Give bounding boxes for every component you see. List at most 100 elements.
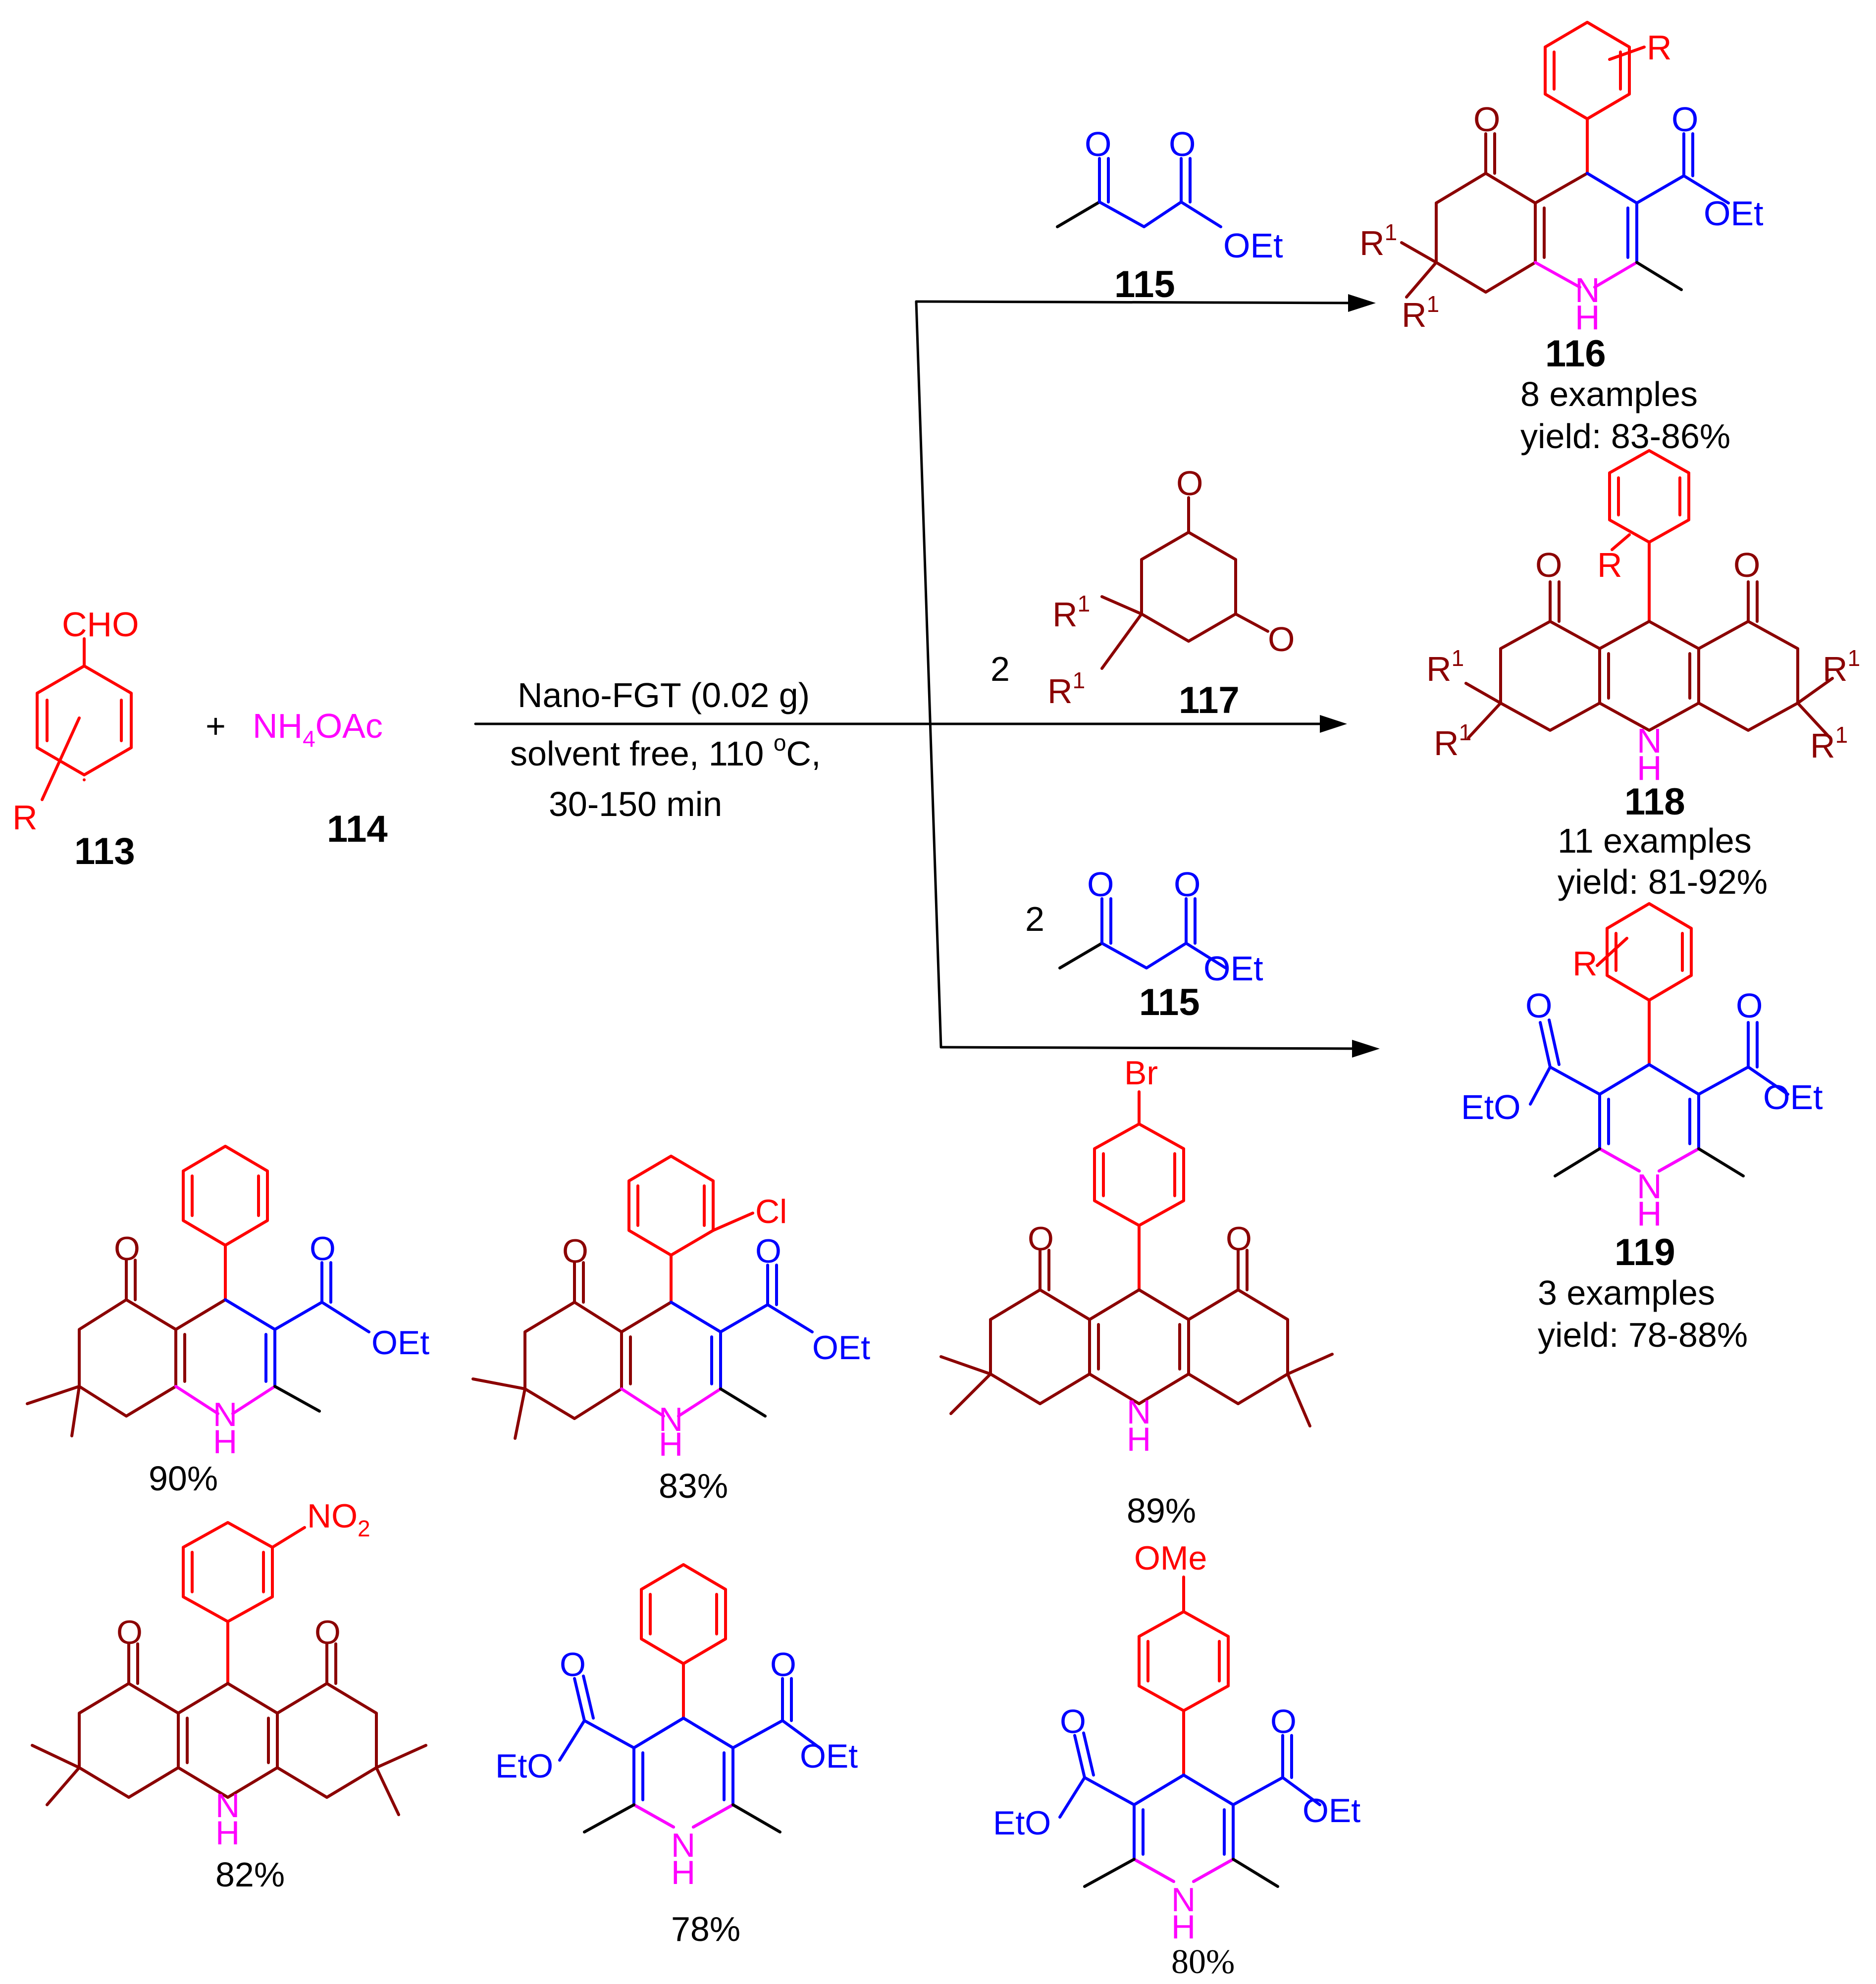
svg-text:N: N — [213, 1396, 237, 1433]
svg-text:N: N — [671, 1827, 695, 1864]
svg-text:O: O — [562, 1232, 588, 1270]
svg-text:OEt: OEt — [371, 1324, 429, 1362]
label-115-bottom: 115 — [1139, 981, 1200, 1023]
compound-114: NH4OAc 114 — [253, 707, 388, 850]
svg-text:O: O — [1270, 1703, 1297, 1740]
br-substituent: Br — [1124, 1054, 1158, 1092]
svg-text:R: R — [1597, 546, 1622, 584]
svg-text:O: O — [314, 1614, 341, 1651]
coefficient-2: 2 — [990, 650, 1010, 688]
svg-text:N: N — [659, 1401, 683, 1438]
svg-text:O: O — [1525, 986, 1552, 1025]
examples-116: 8 examples — [1520, 375, 1698, 413]
conditions-catalyst: Nano-FGT (0.02 g) — [518, 676, 810, 714]
reagent-115-bottom: O O OEt 2 115 — [1025, 865, 1263, 1023]
product-119: R O O EtO OEt N H 119 3 examples yield: … — [1461, 902, 1823, 1354]
reaction-arrows — [474, 300, 1373, 1052]
svg-text:O: O — [1085, 125, 1111, 163]
label-119: 119 — [1615, 1231, 1675, 1273]
svg-text:N: N — [215, 1787, 240, 1825]
svg-text:H: H — [1127, 1421, 1151, 1458]
svg-text:R1: R1 — [1810, 722, 1848, 765]
yield-89: 89% — [1127, 1491, 1196, 1530]
svg-text:N: N — [1637, 1167, 1662, 1206]
svg-text:R1: R1 — [1402, 291, 1439, 334]
product-116: R O O OEt N H R1 R1 116 8 examples yield… — [1359, 21, 1764, 456]
svg-text:OEt: OEt — [800, 1737, 858, 1775]
label-117: 117 — [1179, 679, 1240, 721]
svg-text:OEt: OEt — [1303, 1792, 1360, 1830]
cho-group: CHO — [62, 605, 139, 644]
examples-118: 11 examples — [1558, 821, 1752, 860]
product-118: R O O N H R1 R1 R1 R1 118 11 examples yi… — [1426, 449, 1860, 901]
conditions-temperature: solvent free, 110 oC, — [510, 730, 821, 773]
arrowheads — [1320, 294, 1380, 1058]
reaction-conditions: Nano-FGT (0.02 g) solvent free, 110 oC, … — [510, 676, 821, 823]
svg-text:N: N — [1171, 1881, 1196, 1919]
svg-text:H: H — [215, 1814, 240, 1852]
svg-text:H: H — [671, 1854, 695, 1891]
svg-text:O: O — [1226, 1220, 1252, 1258]
svg-text:R1: R1 — [1052, 591, 1090, 634]
svg-text:OEt: OEt — [1203, 949, 1263, 988]
svg-text:O: O — [1174, 865, 1200, 904]
r-substituent: R — [12, 798, 38, 837]
svg-text:O: O — [560, 1646, 586, 1683]
plus-sign: + — [206, 707, 226, 745]
reagent-115-top: O O OEt 115 — [1056, 125, 1283, 305]
ammonium-acetate: NH4OAc — [253, 707, 383, 752]
example-82: NO2 O O N H 82% — [31, 1497, 427, 1894]
svg-text:O: O — [1028, 1220, 1054, 1258]
svg-text:EtO: EtO — [495, 1747, 553, 1785]
svg-text:O: O — [310, 1230, 336, 1268]
svg-text:H: H — [1637, 749, 1662, 787]
svg-text:O: O — [116, 1614, 143, 1651]
example-89: Br O O N H 89% — [939, 1054, 1334, 1530]
svg-text:R1: R1 — [1434, 719, 1471, 763]
yield-82: 82% — [215, 1855, 285, 1894]
svg-text:R1: R1 — [1047, 667, 1085, 711]
svg-text:O: O — [1060, 1703, 1086, 1740]
label-114: 114 — [327, 808, 388, 850]
svg-text:O: O — [1736, 986, 1763, 1025]
svg-text:O: O — [1671, 100, 1698, 139]
example-78: O O EtO OEt N H 78% — [495, 1563, 858, 1948]
svg-text:EtO: EtO — [993, 1804, 1051, 1842]
svg-text:OEt: OEt — [1704, 194, 1764, 233]
svg-text:R1: R1 — [1823, 645, 1860, 688]
examples-119: 3 examples — [1538, 1273, 1715, 1312]
svg-text:R1: R1 — [1426, 645, 1464, 688]
svg-text:O: O — [1176, 464, 1203, 503]
svg-text:R1: R1 — [1359, 219, 1397, 262]
label-116: 116 — [1545, 333, 1606, 375]
svg-text:O: O — [1268, 620, 1295, 659]
svg-text:O: O — [755, 1232, 782, 1270]
reagent-117: O O R1 R1 2 117 — [990, 464, 1295, 721]
label-118: 118 — [1624, 781, 1685, 823]
svg-text:H: H — [213, 1423, 237, 1461]
svg-text:N: N — [1637, 721, 1662, 760]
svg-text:OEt: OEt — [1763, 1078, 1823, 1117]
svg-text:R: R — [1572, 944, 1598, 983]
svg-text:EtO: EtO — [1461, 1088, 1521, 1126]
no2-substituent: NO2 — [307, 1497, 370, 1541]
example-80: OMe O O EtO OEt N H 80% — [993, 1539, 1360, 1981]
svg-text:OEt: OEt — [812, 1329, 870, 1367]
svg-text:O: O — [1473, 100, 1500, 139]
cl-substituent: Cl — [755, 1193, 787, 1230]
svg-text:R: R — [1647, 28, 1672, 67]
svg-text:O: O — [1535, 546, 1562, 584]
svg-text:O: O — [1087, 865, 1114, 904]
label-115-top: 115 — [1114, 263, 1175, 305]
example-90: O O OEt N H 90% — [26, 1145, 429, 1498]
svg-text:O: O — [114, 1230, 140, 1268]
yield-116: yield: 83-86% — [1520, 417, 1730, 456]
yield-119: yield: 78-88% — [1538, 1316, 1748, 1354]
svg-text:H: H — [1575, 298, 1600, 337]
svg-text:N: N — [1575, 271, 1600, 309]
example-83: Cl O O OEt N H 83% — [471, 1155, 870, 1505]
oet-group: OEt — [1223, 226, 1283, 265]
yield-90: 90% — [149, 1459, 218, 1498]
svg-text:O: O — [1169, 125, 1196, 163]
